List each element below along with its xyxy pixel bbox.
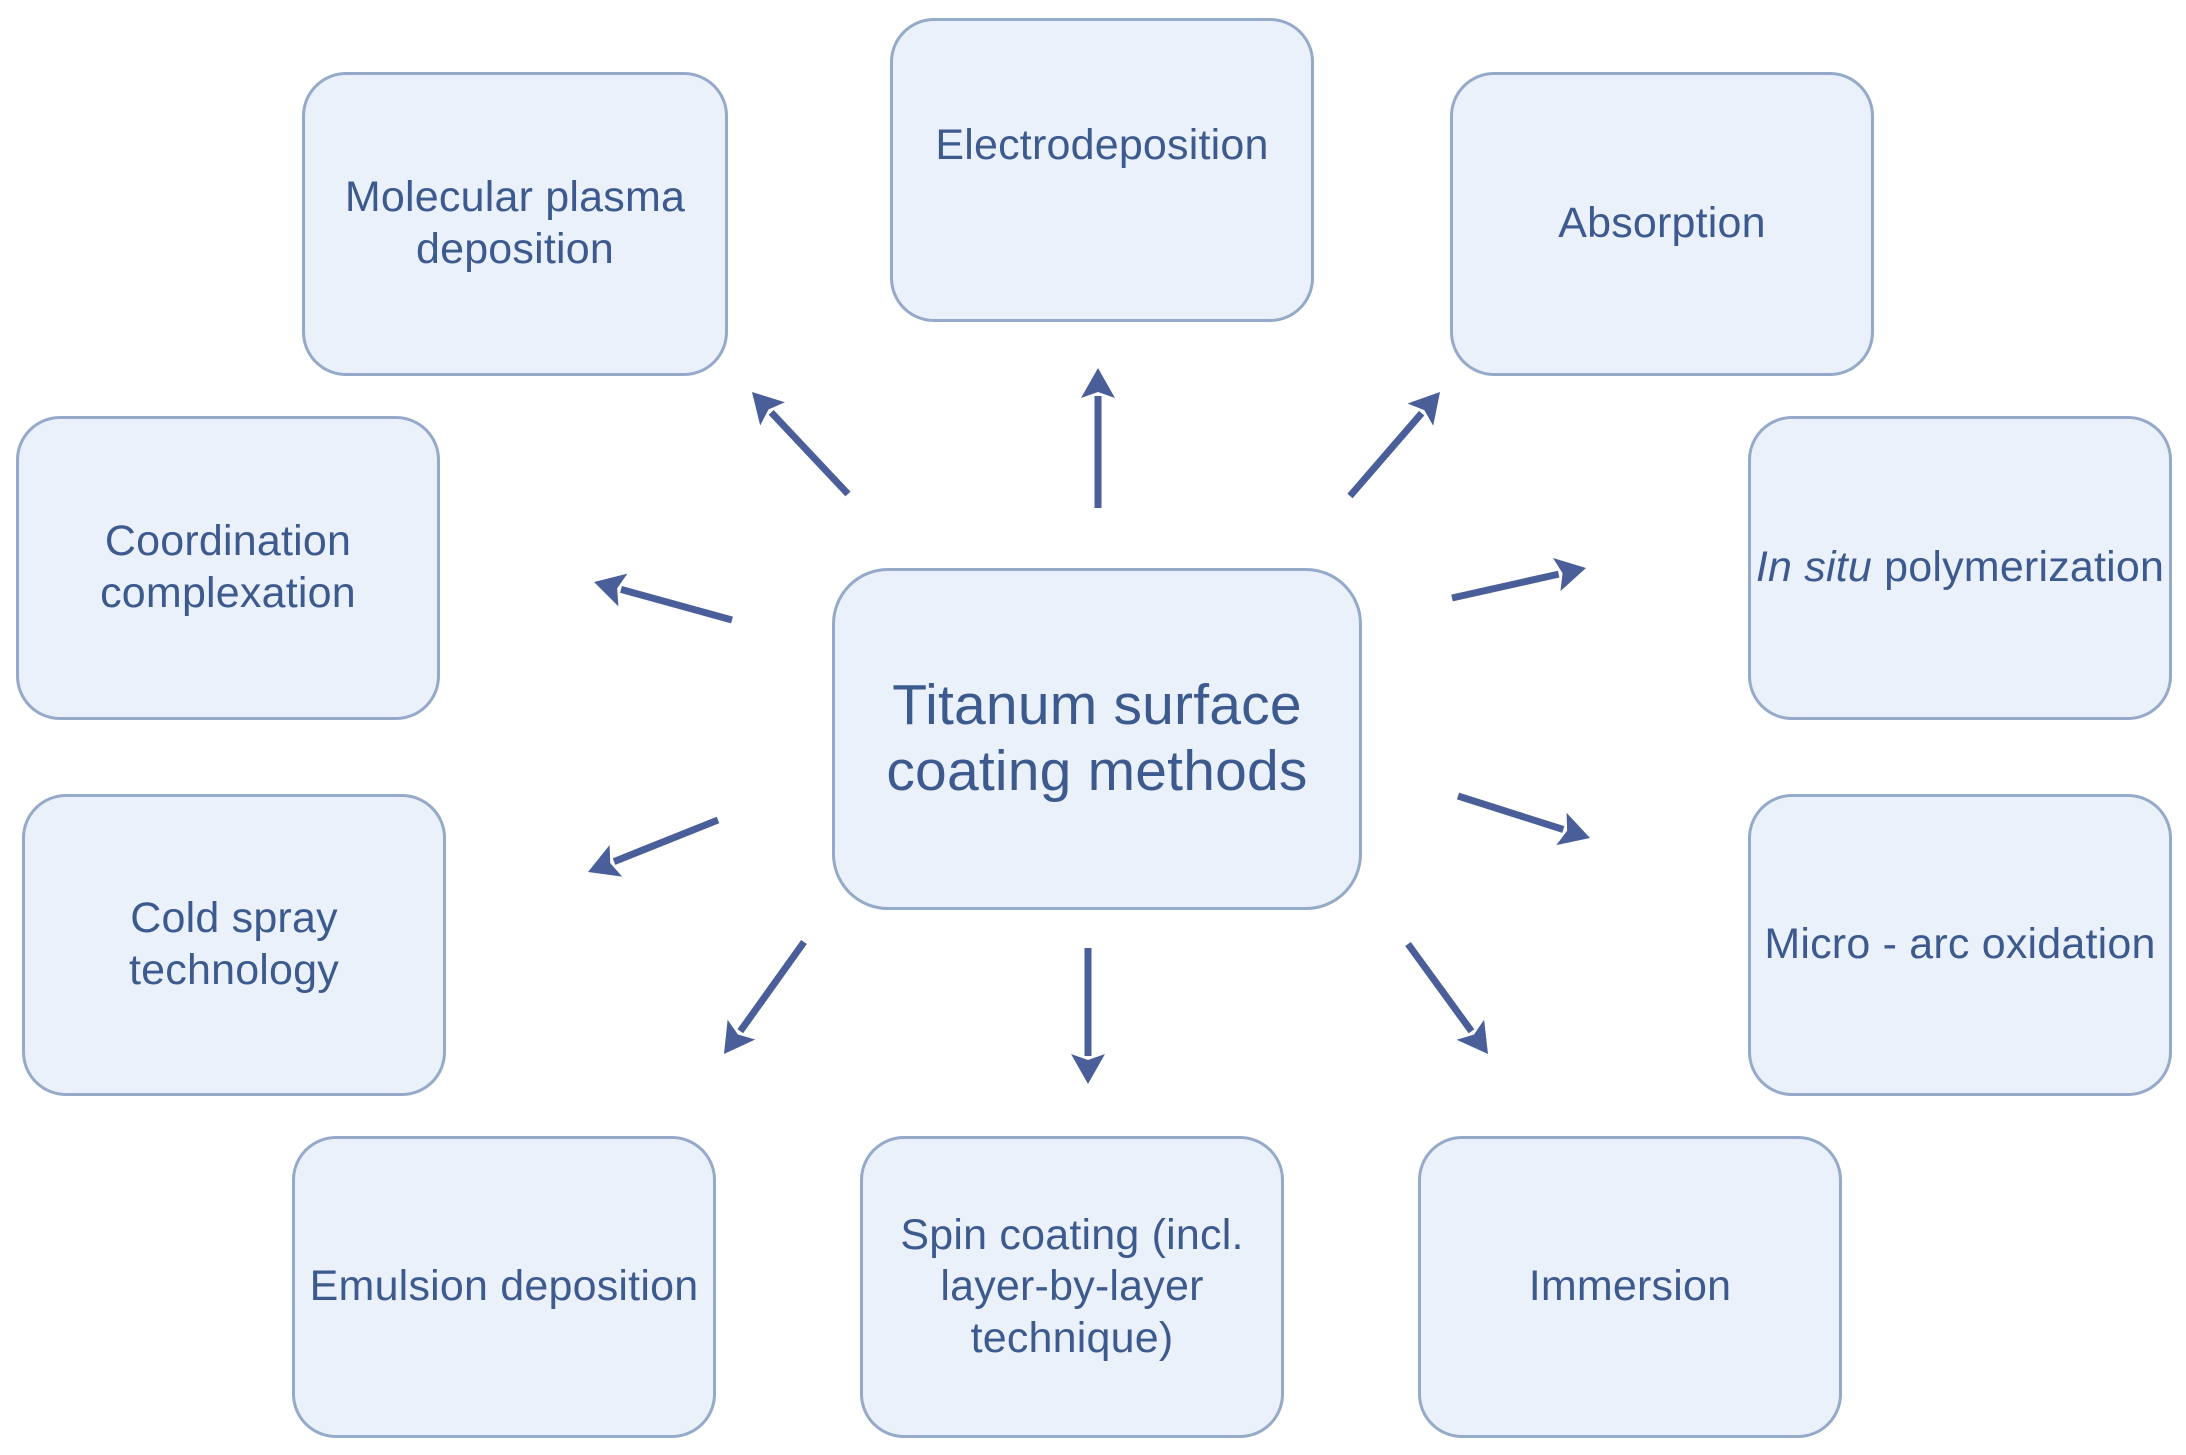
node-label-line: Coordination [104,517,352,566]
arrow-head [1456,1019,1488,1054]
arrow-shaft [737,939,807,1034]
node-label-line: Molecular plasma [344,173,686,222]
arrow-to-emulsion [724,939,807,1054]
arrow-head [752,392,785,426]
arrow-head [1407,392,1440,426]
node-absorption: Absorption [1450,72,1874,376]
node-label: Absorption [1558,199,1766,248]
arrow-head [594,573,628,607]
center-title-line: coating methods [886,739,1308,803]
center-title-line: Titanum surface [892,673,1302,738]
arrow-shaft [1456,792,1565,833]
node-emulsion-deposition: Emulsion deposition [292,1136,716,1438]
arrow-to-absorption [1347,392,1440,499]
arrow-to-immersion [1405,941,1488,1054]
arrow-head [1556,812,1590,846]
arrow-head [588,845,623,877]
arrow-to-molecular-plasma [752,392,851,497]
node-in-situ-polymerization: In situ polymerization [1748,416,2172,720]
arrow-shaft [1405,941,1475,1034]
node-molecular-plasma-deposition: Molecular plasma deposition [302,72,728,376]
node-label-line: Spin coating (incl. [900,1210,1244,1259]
arrow-shaft [1347,410,1425,499]
node-spin-coating: Spin coating (incl. layer-by-layer techn… [860,1136,1284,1438]
node-cold-spray-technology: Cold spray technology [22,794,446,1096]
arrow-to-micro-arc [1456,792,1590,846]
arrow-to-in-situ [1451,557,1586,602]
arrow-head [1553,557,1586,592]
node-label-line: layer-by-layer [940,1262,1204,1311]
node-label: Micro - arc oxidation [1764,920,2156,969]
node-label-italic: In situ [1755,543,1872,592]
arrow-shaft [1451,570,1560,602]
node-label-line: Cold spray [130,894,338,943]
node-label: Emulsion deposition [309,1262,699,1311]
arrow-shaft [768,409,851,497]
node-micro-arc-oxidation: Micro - arc oxidation [1748,794,2172,1096]
node-label-line: complexation [100,569,356,617]
arrow-head [1081,368,1115,398]
arrow-to-coordination [594,573,733,624]
node-label-line: technology [129,946,339,994]
arrow-head [724,1019,756,1054]
node-center-title: Titanum surface coating methods [832,568,1362,910]
node-electrodeposition: Electrodeposition [890,18,1314,322]
arrow-shaft [612,816,720,865]
node-label: In situ polymerization [1756,542,2164,594]
node-label-line: technique) [970,1313,1174,1362]
node-label-line: deposition [415,225,615,273]
arrow-to-spin-coating [1071,948,1105,1084]
node-label: Electrodeposition [935,121,1269,170]
arrow-shaft [620,586,733,624]
arrow-to-electrodeposition [1081,368,1115,508]
node-label: Immersion [1528,1262,1732,1311]
node-coordination-complexation: Coordination complexation [16,416,440,720]
node-label-rest: polymerization [1871,543,2165,592]
node-immersion: Immersion [1418,1136,1842,1438]
arrow-head [1071,1054,1105,1084]
arrow-to-cold-spray [588,816,720,877]
